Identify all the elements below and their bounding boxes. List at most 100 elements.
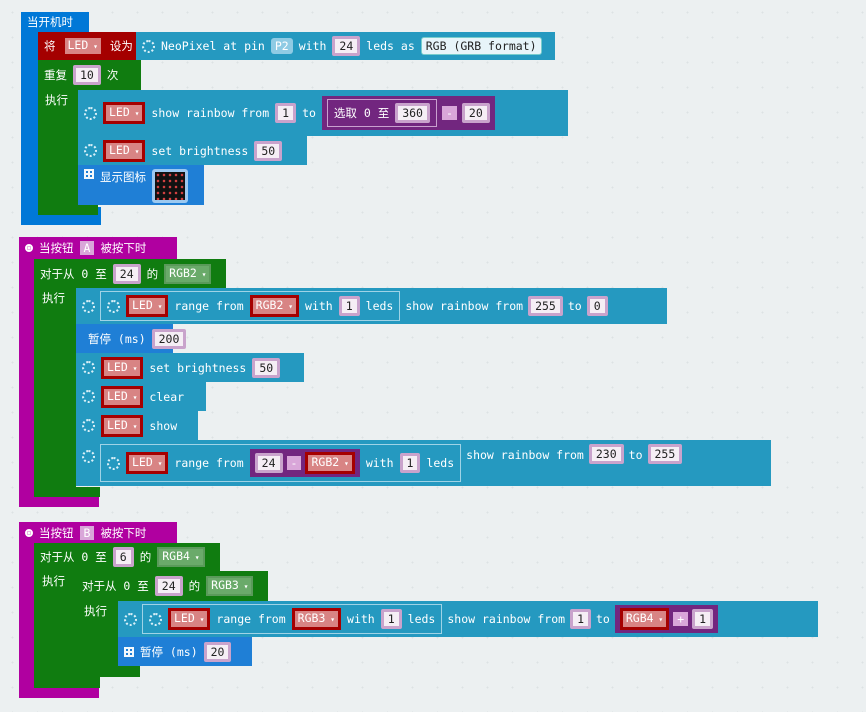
button-dropdown[interactable]: B [79,525,95,540]
leds-label: leds [407,612,436,626]
repeat-label: 重复 [44,68,67,82]
with-label: with [365,456,394,470]
set-variable-block[interactable]: 将 LED 设为 [38,32,136,60]
inner-max-input[interactable]: 24 [154,576,183,596]
pause-block[interactable]: 暂停 (ms) 200 [76,324,187,353]
operator-dropdown[interactable]: - [441,106,457,120]
led-variable-dropdown[interactable]: LED [126,295,169,317]
rgb3-variable-dropdown[interactable]: RGB3 [291,608,342,630]
add-block[interactable]: RGB4 + 1 [614,605,719,633]
rainbow-from-input[interactable]: 230 [588,444,624,464]
for-label: 对于从 0 至 [40,550,107,564]
set-prefix: 将 [44,39,56,53]
inner-for-loop-block[interactable]: 对于从 0 至 24 的 RGB3 [76,571,268,601]
neopixel-label: NeoPixel at pin [161,39,265,53]
mode-dropdown[interactable]: RGB (GRB format) [420,37,542,55]
leds-label: leds [365,299,394,313]
neopixel-icon [82,299,95,313]
for-spine [34,259,76,497]
repeat-count-input[interactable]: 10 [73,65,101,85]
random-max-input[interactable]: 360 [395,103,430,123]
rainbow-from-input[interactable]: 1 [275,103,297,123]
pause-ms-input[interactable]: 200 [151,328,187,349]
led-variable-dropdown[interactable]: LED [101,385,144,408]
neopixel-icon [84,106,97,120]
range-length-input[interactable]: 1 [380,609,402,629]
led-variable-dropdown[interactable]: LED [168,608,211,630]
led-variable-dropdown[interactable]: LED [101,356,144,379]
range-length-input[interactable]: 1 [338,296,360,316]
outer-max-input[interactable]: 6 [112,547,134,567]
with-label: with [305,299,333,313]
rainbow-from-input[interactable]: 1 [570,609,591,629]
rgb2-variable-dropdown[interactable]: RGB2 [305,452,355,474]
range-from-label: range from [174,456,244,470]
led-count-input[interactable]: 24 [332,36,361,56]
do-label: 执行 [42,574,65,588]
rainbow-from-input[interactable]: 255 [528,296,563,316]
on-start-block[interactable]: 当开机时 [21,12,89,32]
icon-picker-dropdown[interactable] [152,169,188,203]
range-length-input[interactable]: 1 [399,453,421,473]
range-block[interactable]: LED range from RGB2 with 1 leds [100,291,401,321]
operator-dropdown[interactable]: - [286,456,302,470]
for-max-input[interactable]: 24 [112,263,141,284]
neopixel-icon [124,612,137,626]
brightness-input[interactable]: 50 [254,140,283,161]
button-event-icon [25,244,33,252]
range-rainbow-block-2[interactable]: LED range from 24 - RGB2 with 1 leds sho… [76,440,771,486]
on-button-a-block[interactable]: 当按钮 A 被按下时 [19,237,177,259]
to-label: to [567,299,582,313]
led-variable-dropdown[interactable]: LED [103,139,146,162]
for-loop-block[interactable]: 对于从 0 至 24 的 RGB2 [34,259,226,288]
neopixel-icon [82,390,95,403]
led-variable-dropdown[interactable]: LED [101,414,144,437]
subtract-block[interactable]: 24 - RGB2 [249,449,360,477]
operator-dropdown[interactable]: + [673,612,689,626]
subtract-input[interactable]: 20 [461,103,490,123]
show-icon-block[interactable]: 显示图标 [78,165,204,205]
rgb4-variable-dropdown[interactable]: RGB4 [619,608,670,630]
rainbow-to-input[interactable]: 0 [586,296,608,316]
pause-block[interactable]: 暂停 (ms) 20 [118,637,252,666]
outer-for-loop-block[interactable]: 对于从 0 至 6 的 RGB4 [34,543,220,571]
with-label: with [347,612,375,626]
for-label: 对于从 0 至 [82,579,149,593]
rgb2-variable-dropdown[interactable]: RGB2 [249,295,300,317]
hat-suffix: 被按下时 [100,525,147,540]
rainbow-to-input[interactable]: 255 [647,444,683,464]
range-rainbow-block-1[interactable]: LED range from RGB2 with 1 leds show rai… [76,288,667,324]
on-button-b-block[interactable]: 当按钮 B 被按下时 [19,522,177,543]
pause-ms-input[interactable]: 20 [203,641,232,662]
neopixel-icon [142,39,155,53]
do-label: 执行 [84,604,107,618]
minuend-input[interactable]: 24 [254,453,283,473]
range-rainbow-block[interactable]: LED range from RGB3 with 1 leds show rai… [118,601,818,637]
repeat-block[interactable]: 重复 10 次 [38,60,141,90]
show-rainbow-label: show rainbow from [405,299,524,313]
button-dropdown[interactable]: A [79,241,95,255]
range-block[interactable]: LED range from 24 - RGB2 with 1 leds [100,444,462,482]
led-variable-dropdown[interactable]: LED [61,35,104,57]
pause-label: 暂停 (ms) [140,644,198,659]
show-block[interactable]: LED show [76,411,198,440]
range-block[interactable]: LED range from RGB3 with 1 leds [142,604,443,634]
inner-variable-dropdown[interactable]: RGB3 [206,576,254,596]
set-brightness-block[interactable]: LED set brightness 50 [78,136,307,165]
led-variable-dropdown[interactable]: LED [126,452,169,474]
led-variable-dropdown[interactable]: LED [103,102,146,124]
clear-block[interactable]: LED clear [76,382,206,411]
times-label: 次 [106,68,119,82]
brightness-input[interactable]: 50 [252,357,281,378]
neopixel-create-block[interactable]: NeoPixel at pin P2 with 24 leds as RGB (… [136,32,555,60]
addend-input[interactable]: 1 [692,609,714,629]
pin-dropdown[interactable]: P2 [270,38,293,54]
show-rainbow-label: show rainbow from [466,448,584,462]
set-brightness-block[interactable]: LED set brightness 50 [76,353,304,382]
outer-variable-dropdown[interactable]: RGB4 [157,547,205,567]
neopixel-icon [82,450,95,463]
loop-variable-dropdown[interactable]: RGB2 [164,263,212,284]
